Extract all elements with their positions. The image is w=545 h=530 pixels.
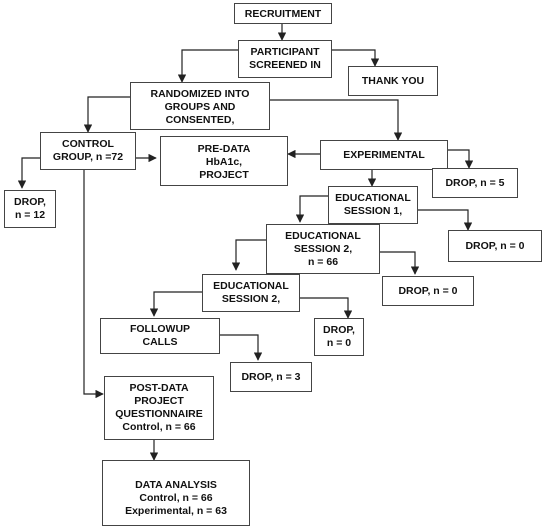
box-line: DROP, xyxy=(323,324,355,336)
box-line: DROP, n = 3 xyxy=(241,371,301,383)
educational-session-2a-box: EDUCATIONAL SESSION 2, n = 66 xyxy=(266,224,380,274)
educational-session-2b-box: EDUCATIONAL SESSION 2, xyxy=(202,274,300,312)
box-line: HbA1c, xyxy=(205,156,243,168)
box-line: CONSENTED, xyxy=(165,114,235,126)
box-line: DROP, n = 0 xyxy=(398,285,458,297)
randomized-box: RANDOMIZED INTO GROUPS AND CONSENTED, xyxy=(130,82,270,130)
box-line: QUESTIONNAIRE xyxy=(115,408,203,420)
experimental-box: EXPERIMENTAL xyxy=(320,140,448,170)
box-line: n = 66 xyxy=(307,256,339,268)
box-line: CONTROL xyxy=(62,138,114,150)
drop-followup-box: DROP, n = 3 xyxy=(230,362,312,392)
box-line: Experimental, n = 63 xyxy=(125,505,227,517)
box-line: GROUP, n =72 xyxy=(52,151,124,163)
box-line: DROP, n = 0 xyxy=(465,240,525,252)
box-line: DROP, n = 5 xyxy=(445,177,505,189)
box-line: EDUCATIONAL xyxy=(285,230,361,242)
box-line: POST-DATA xyxy=(129,382,189,394)
box-line: RECRUITMENT xyxy=(244,8,322,20)
educational-session-1-box: EDUCATIONAL SESSION 1, xyxy=(328,186,418,224)
followup-calls-box: FOLLOWUP CALLS xyxy=(100,318,220,354)
drop-session-2b-box: DROP, n = 0 xyxy=(314,318,364,356)
post-data-box: POST-DATA PROJECT QUESTIONNAIRE Control,… xyxy=(104,376,214,440)
box-line: THANK YOU xyxy=(361,75,425,87)
box-line: SESSION 1, xyxy=(343,205,403,217)
box-line: PROJECT xyxy=(199,169,249,181)
box-line: EDUCATIONAL xyxy=(213,280,289,292)
pre-data-box: PRE-DATA HbA1c, PROJECT xyxy=(160,136,288,186)
box-line: EXPERIMENTAL xyxy=(343,149,425,161)
recruitment-box: RECRUITMENT xyxy=(234,3,332,24)
drop-control-box: DROP, n = 12 xyxy=(4,190,56,228)
box-line: SCREENED IN xyxy=(249,59,321,71)
box-line: SESSION 2, xyxy=(293,243,353,255)
box-line: PARTICIPANT xyxy=(250,46,320,58)
box-line: EDUCATIONAL xyxy=(335,192,411,204)
control-group-box: CONTROL GROUP, n =72 xyxy=(40,132,136,170)
box-line: Control, n = 66 xyxy=(122,421,196,433)
box-line: SESSION 2, xyxy=(221,293,281,305)
box-line: DROP, xyxy=(14,196,46,208)
box-line: n = 0 xyxy=(326,337,352,349)
box-line: GROUPS AND xyxy=(164,101,236,113)
participant-screened-in-box: PARTICIPANT SCREENED IN xyxy=(238,40,332,78)
drop-session-1-box: DROP, n = 0 xyxy=(448,230,542,262)
data-analysis-box: DATA ANALYSIS Control, n = 66 Experiment… xyxy=(102,460,250,526)
box-line: DATA ANALYSIS xyxy=(135,479,217,491)
box-line: RANDOMIZED INTO xyxy=(150,88,250,100)
drop-experimental-box: DROP, n = 5 xyxy=(432,168,518,198)
drop-session-2a-box: DROP, n = 0 xyxy=(382,276,474,306)
box-line: FOLLOWUP xyxy=(129,323,191,335)
thank-you-box: THANK YOU xyxy=(348,66,438,96)
box-line: Control, n = 66 xyxy=(139,492,213,504)
box-line: n = 12 xyxy=(14,209,46,221)
box-line: CALLS xyxy=(142,336,178,348)
box-line: PROJECT xyxy=(134,395,184,407)
box-line: PRE-DATA xyxy=(197,143,251,155)
